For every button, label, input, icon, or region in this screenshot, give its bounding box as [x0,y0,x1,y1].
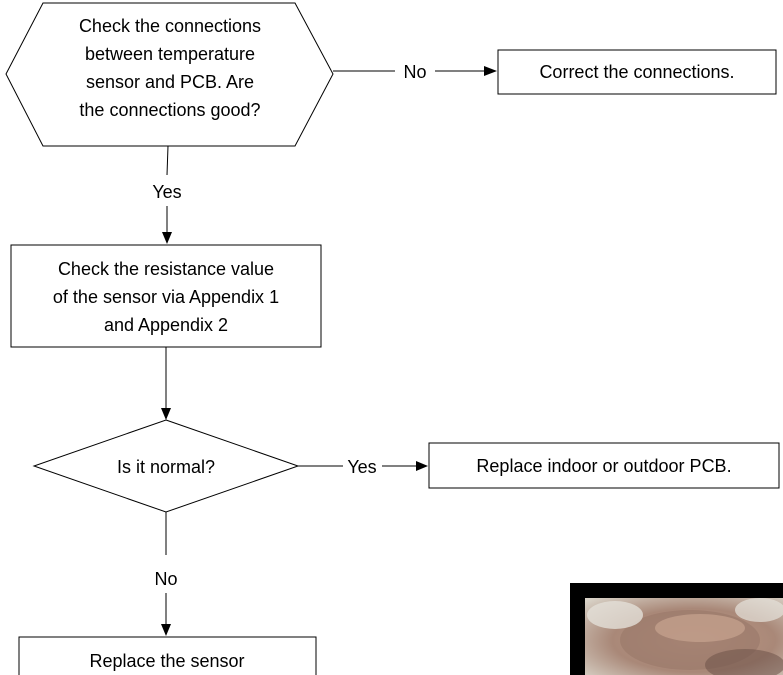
edge-resistance-to-normal [161,347,171,420]
arrowhead-icon [161,408,171,420]
arrowhead-icon [416,461,428,471]
edge-normal-no-label: No [154,569,177,589]
check-resistance-line-3: and Appendix 2 [104,315,228,335]
check-connections-line-3: sensor and PCB. Are [86,72,254,92]
is-normal-decision: Is it normal? [32,419,300,513]
replace-pcb-box: Replace indoor or outdoor PCB. [428,442,780,489]
edge-connections-no-label: No [403,62,426,82]
correct-connections-box: Correct the connections. [497,49,777,95]
correct-connections-text: Correct the connections. [539,62,734,82]
replace-sensor-text: Replace the sensor [89,651,244,671]
replace-sensor-box: Replace the sensor [18,636,317,675]
edge-connections-yes-label: Yes [152,182,181,202]
check-resistance-line-2: of the sensor via Appendix 1 [53,287,279,307]
correct-connections-shape [497,49,777,95]
check-resistance-line-1: Check the resistance value [58,259,274,279]
check-resistance-shape [10,244,322,348]
edge-connections-yes: Yes [152,145,182,244]
replace-pcb-shape [428,442,780,489]
check-connections-line-1: Check the connections [79,16,261,36]
arrowhead-icon [162,232,172,244]
edge-connections-no: No [333,62,497,82]
check-connections-line-4: the connections good? [79,100,260,120]
is-normal-text: Is it normal? [117,457,215,477]
edge-normal-yes: Yes [298,457,428,477]
check-connections-shape [5,2,334,147]
arrowhead-icon [161,624,171,636]
replace-pcb-text: Replace indoor or outdoor PCB. [476,456,731,476]
check-connections-decision: Check the connections between temperatur… [5,2,334,147]
arrowhead-icon [484,66,497,76]
hand-photo-image [570,583,783,675]
replace-sensor-shape [18,636,317,675]
check-connections-line-2: between temperature [85,44,255,64]
check-resistance-box: Check the resistance value of the sensor… [10,244,322,348]
edge-normal-yes-label: Yes [347,457,376,477]
edge-normal-no: No [154,512,178,636]
